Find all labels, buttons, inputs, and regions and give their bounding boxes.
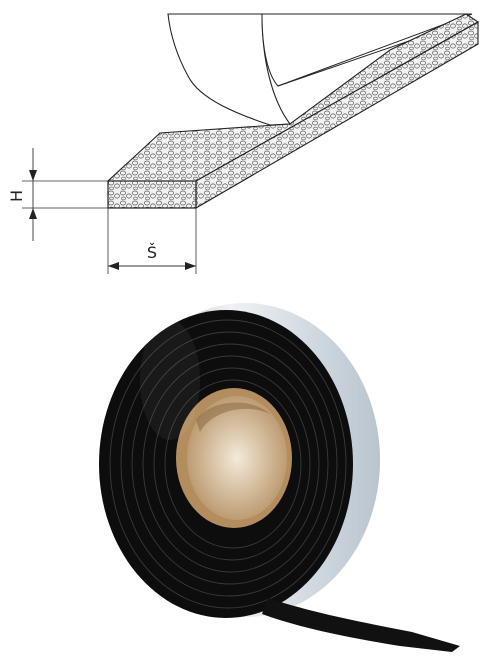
roll-face-highlight — [140, 320, 200, 440]
height-label: H — [7, 190, 26, 202]
liner-ribbon — [261, 13, 473, 87]
roll-windings — [109, 319, 347, 609]
peeled-liner — [167, 13, 292, 126]
roll-core-shadow — [196, 402, 270, 432]
height-dimension: H — [7, 148, 108, 241]
width-dimension: Š — [107, 208, 197, 274]
width-label: Š — [147, 243, 157, 262]
foam-cross-section — [107, 180, 197, 209]
tape-profile-diagram: H Š — [7, 13, 480, 274]
tape-roll — [99, 303, 460, 652]
roll-core-inner — [187, 396, 287, 520]
tape-tail — [262, 598, 460, 652]
